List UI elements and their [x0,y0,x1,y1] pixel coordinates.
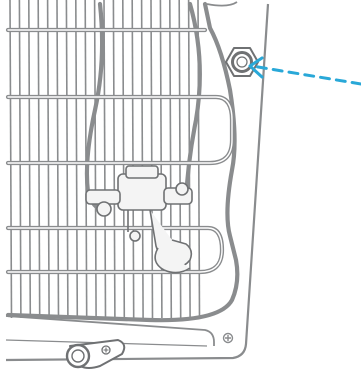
valve-assembly [86,166,192,273]
roller-foot [67,340,124,368]
callout-arrow [250,58,361,84]
leveling-nut [226,48,258,76]
mounting-screw [224,334,233,343]
